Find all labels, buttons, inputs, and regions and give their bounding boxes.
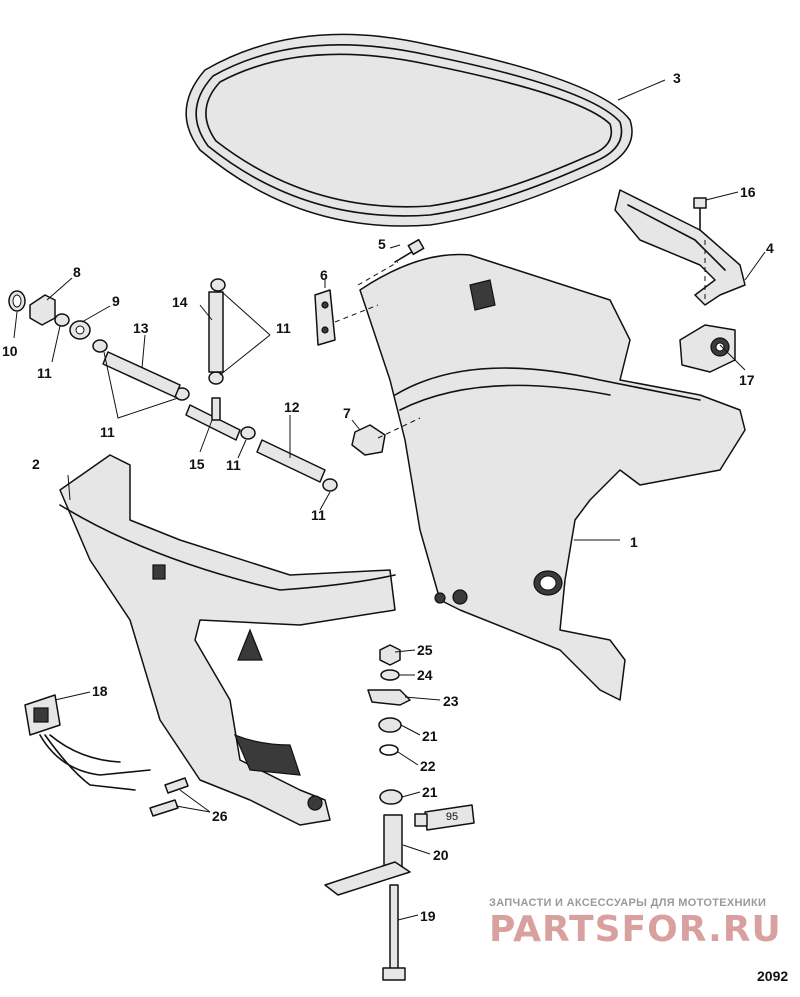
tube-label: 95 <box>446 811 458 823</box>
callout-11c: 11 <box>276 320 291 336</box>
part-9-washer <box>69 320 91 340</box>
callout-11b: 11 <box>100 424 115 440</box>
callout-11d: 11 <box>226 457 241 473</box>
callout-11e: 11 <box>311 507 326 523</box>
watermark-subtitle: ЗАПЧАСТИ И АКСЕССУАРЫ ДЛЯ МОТОТЕХНИКИ <box>489 897 767 909</box>
part-22-o-ring <box>379 744 399 756</box>
callout-5: 5 <box>378 236 386 252</box>
part-8-fitting <box>29 294 56 326</box>
part-1-rear-cowl <box>359 253 746 701</box>
callout-11a: 11 <box>37 365 52 381</box>
callout-9: 9 <box>112 293 120 309</box>
part-3-seal-ring <box>185 33 633 227</box>
part-23-lever <box>367 689 411 706</box>
part-24-washer <box>380 669 400 681</box>
callout-7: 7 <box>343 405 351 421</box>
part-5-bolt <box>394 238 425 263</box>
callout-12: 12 <box>284 399 300 415</box>
part-25-nut <box>379 644 401 666</box>
part-13-hose <box>102 351 181 398</box>
callout-4: 4 <box>766 240 774 256</box>
part-10-o-ring <box>8 290 26 312</box>
callout-23: 23 <box>443 693 459 709</box>
part-4-bracket <box>614 189 746 306</box>
callout-19: 19 <box>420 908 436 924</box>
part-16-screw <box>693 197 707 231</box>
part-20-pedal <box>324 814 411 896</box>
part-26-terminals <box>149 777 189 817</box>
part-6-clip <box>314 289 336 346</box>
callout-17: 17 <box>739 372 755 388</box>
callout-labels: 1 2 3 4 5 6 7 8 9 10 11 11 11 11 11 12 1… <box>2 70 774 924</box>
callout-8: 8 <box>73 264 81 280</box>
callout-10: 10 <box>2 343 18 359</box>
callout-13: 13 <box>133 320 149 336</box>
callout-26: 26 <box>212 808 228 824</box>
callout-25: 25 <box>417 642 433 658</box>
part-7-grommet <box>351 424 386 456</box>
part-17-connector <box>679 324 736 373</box>
part-12-hose <box>256 439 326 483</box>
callout-21a: 21 <box>422 728 438 744</box>
callout-21b: 21 <box>422 784 438 800</box>
callout-22: 22 <box>420 758 436 774</box>
part-18-switch <box>24 694 151 791</box>
part-95-tube: 95 <box>414 804 475 831</box>
callout-18: 18 <box>92 683 108 699</box>
part-19-bolt <box>382 884 406 981</box>
callout-16: 16 <box>740 184 756 200</box>
callout-24: 24 <box>417 667 433 683</box>
part-14-hose <box>208 291 224 373</box>
callout-15: 15 <box>189 456 205 472</box>
figure-id: 2092 <box>757 968 789 984</box>
part-15-tee <box>185 397 241 441</box>
leader-lines <box>13 79 766 921</box>
part-2-front-cowl <box>59 454 396 826</box>
callout-14: 14 <box>172 294 188 310</box>
watermark-logo: PARTSFOR.RU <box>489 909 782 950</box>
callout-6: 6 <box>320 267 328 283</box>
callout-2: 2 <box>32 456 40 472</box>
callout-3: 3 <box>673 70 681 86</box>
callout-20: 20 <box>433 847 449 863</box>
part-21-bushing <box>378 717 403 805</box>
callout-1: 1 <box>630 534 638 550</box>
